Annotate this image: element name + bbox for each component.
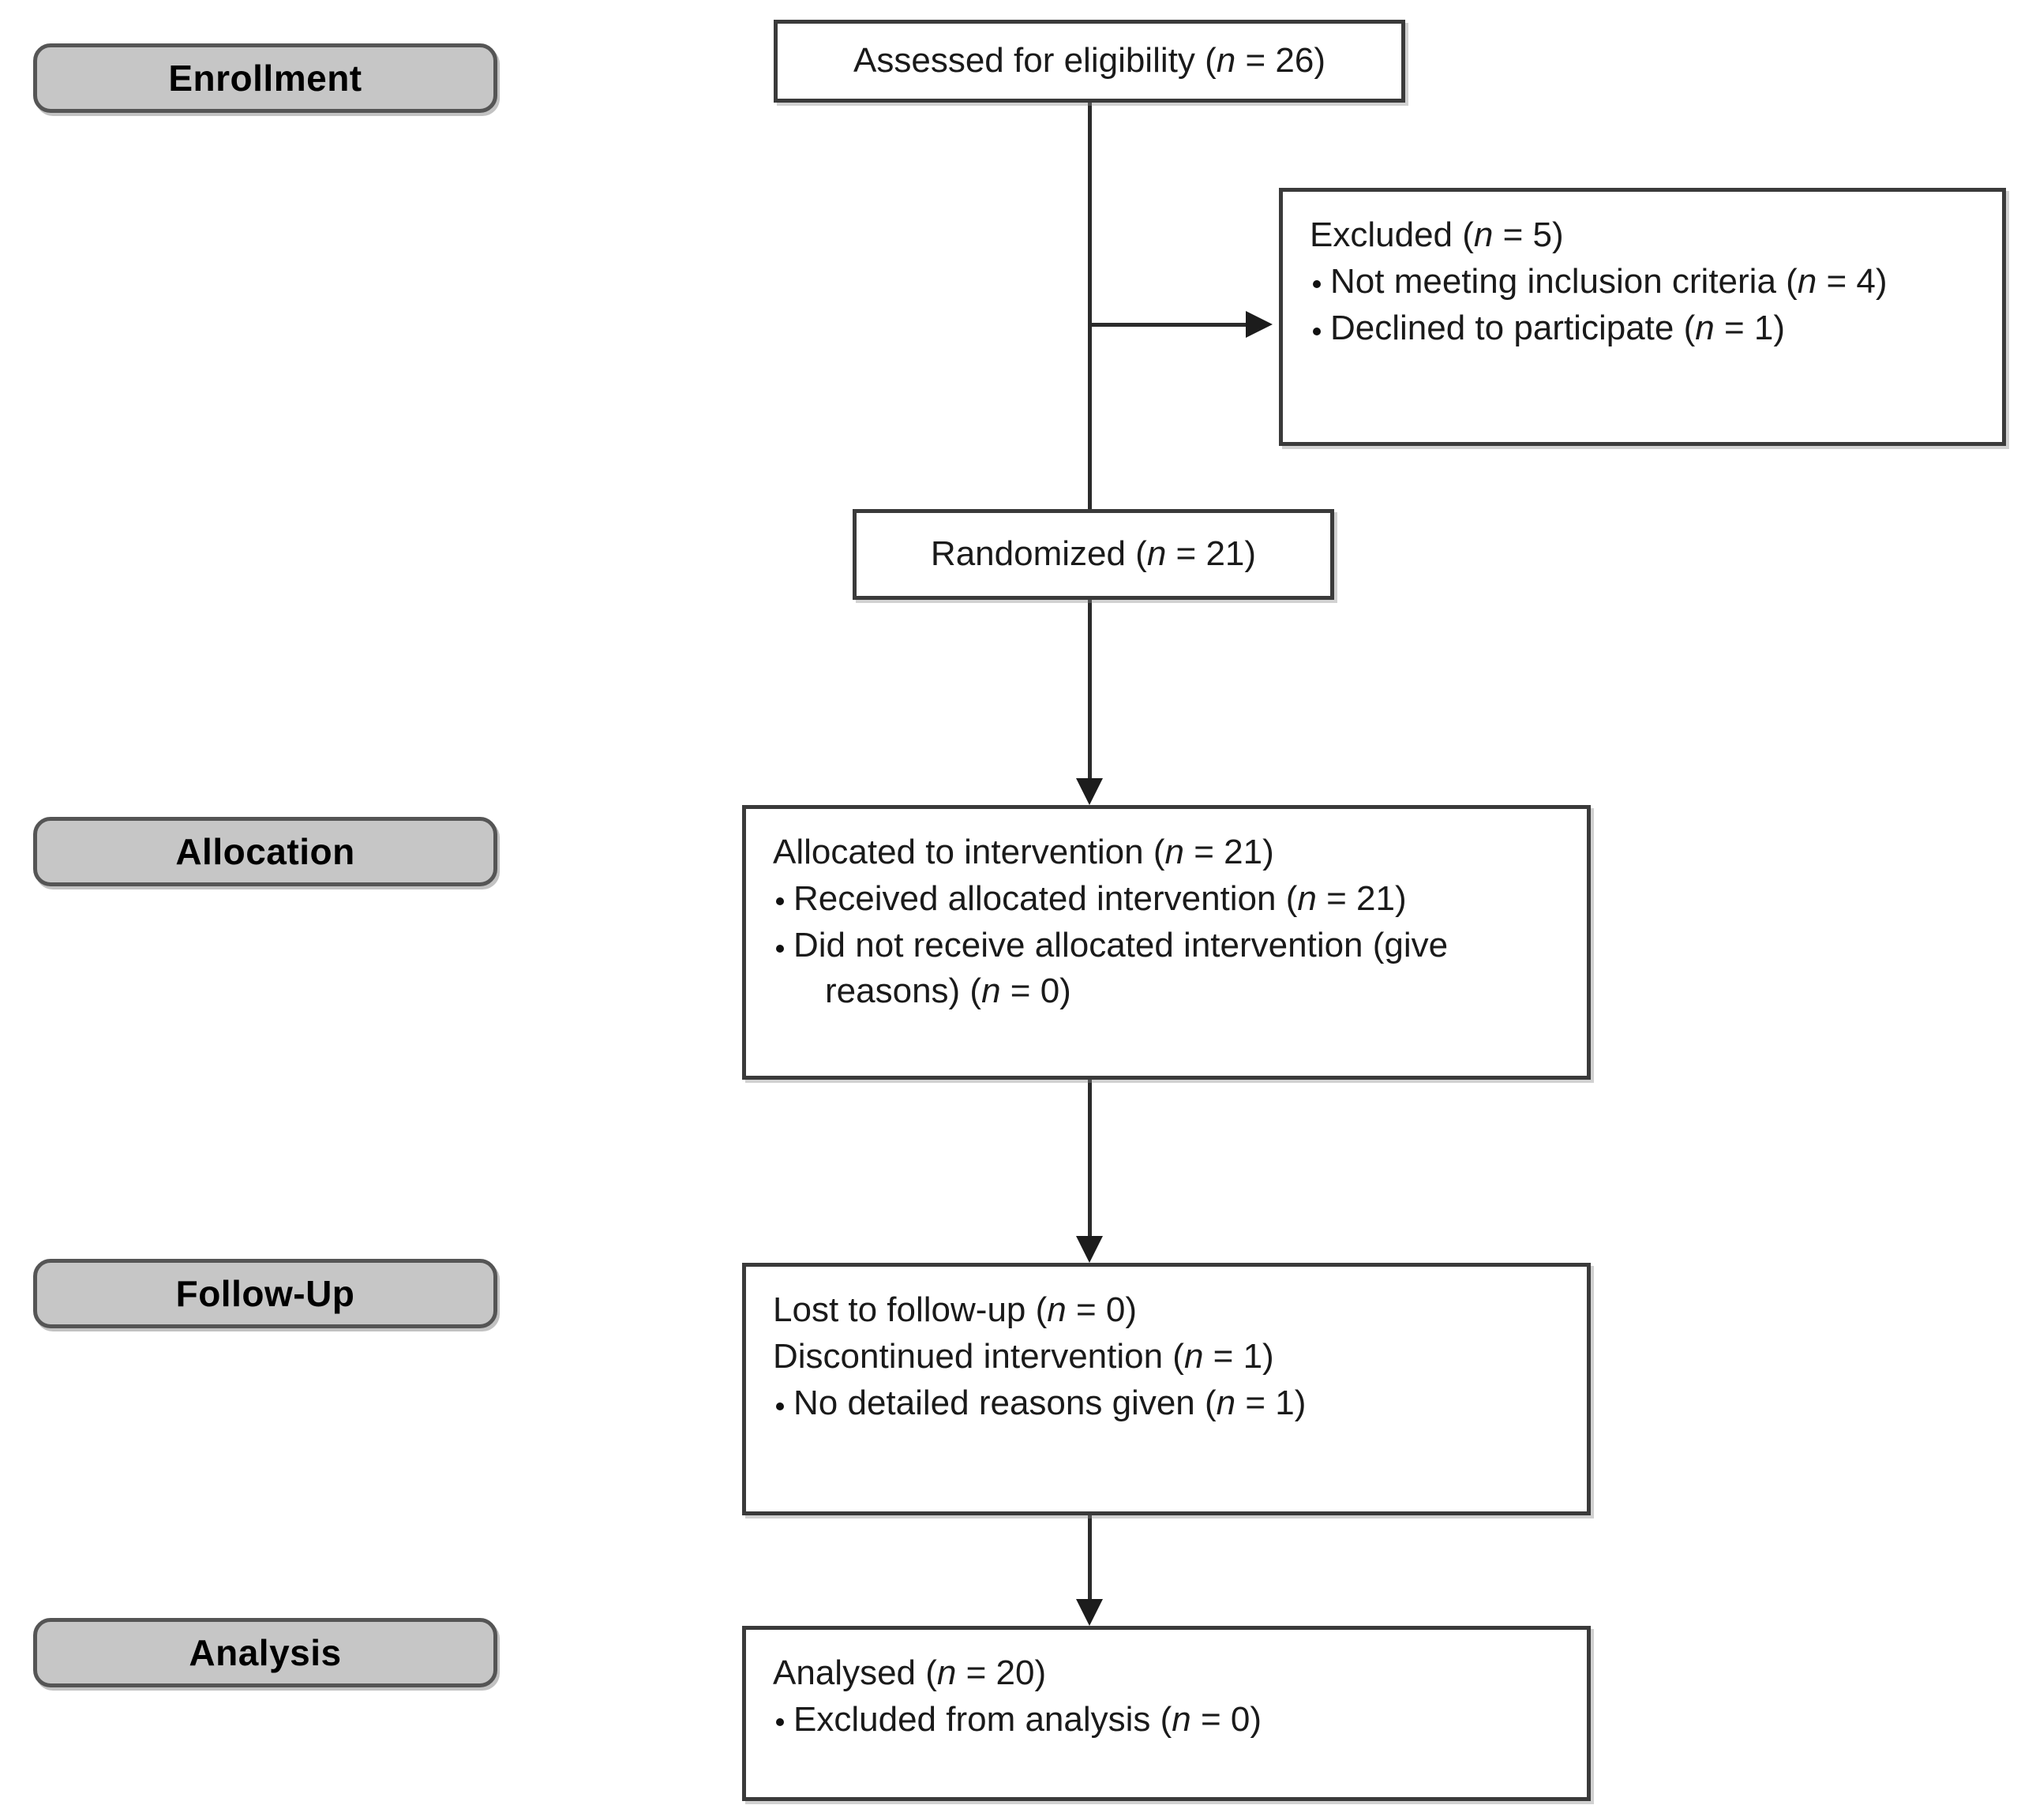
followup-bullet-1: No detailed reasons given (n = 1) — [773, 1380, 1563, 1425]
stage-label-allocation-text: Allocation — [175, 831, 355, 872]
connector-assessed-to-excluded — [1088, 323, 1250, 327]
stage-label-follow-up: Follow-Up — [33, 1259, 497, 1328]
box-analysed: Analysed (n = 20) Excluded from analysis… — [742, 1626, 1591, 1801]
connector-followup-to-analysed — [1088, 1515, 1092, 1602]
arrowhead-to-followup — [1076, 1236, 1103, 1263]
excluded-bullet-2: Declined to participate (n = 1) — [1310, 305, 1978, 350]
excluded-bullet-1: Not meeting inclusion criteria (n = 4) — [1310, 259, 1978, 304]
connector-allocated-to-followup — [1088, 1080, 1092, 1238]
followup-line-1: Lost to follow-up (n = 0) — [773, 1290, 1138, 1329]
box-randomized: Randomized (n = 21) — [853, 509, 1334, 600]
stage-label-analysis-text: Analysis — [189, 1632, 342, 1673]
stage-label-enrollment: Enrollment — [33, 43, 497, 113]
allocated-line-1: Allocated to intervention (n = 21) — [773, 833, 1274, 871]
analysed-bullet-1: Excluded from analysis (n = 0) — [773, 1697, 1563, 1742]
box-excluded: Excluded (n = 5) Not meeting inclusion c… — [1279, 188, 2006, 446]
followup-line-2: Discontinued intervention (n = 1) — [773, 1337, 1274, 1376]
stage-label-enrollment-text: Enrollment — [168, 58, 362, 99]
connector-randomized-to-allocated — [1088, 600, 1092, 783]
connector-assessed-to-randomized — [1088, 101, 1092, 513]
allocated-bullet-2: Did not receive allocated intervention (… — [773, 923, 1563, 1013]
stage-label-analysis: Analysis — [33, 1618, 497, 1687]
box-assessed-for-eligibility: Assessed for eligibility (n = 26) — [774, 20, 1405, 103]
arrowhead-to-excluded — [1246, 311, 1273, 338]
stage-label-follow-up-text: Follow-Up — [175, 1273, 355, 1314]
assessed-line-1: Assessed for eligibility (n = 26) — [853, 40, 1325, 80]
stage-label-allocation: Allocation — [33, 817, 497, 886]
analysed-line-1: Analysed (n = 20) — [773, 1653, 1047, 1692]
randomized-line-1: Randomized (n = 21) — [930, 534, 1257, 573]
arrowhead-to-allocated — [1076, 778, 1103, 805]
allocated-bullet-1: Received allocated intervention (n = 21) — [773, 876, 1563, 921]
arrowhead-to-analysed — [1076, 1599, 1103, 1626]
box-follow-up: Lost to follow-up (n = 0) Discontinued i… — [742, 1263, 1591, 1515]
box-allocated-to-intervention: Allocated to intervention (n = 21) Recei… — [742, 805, 1591, 1080]
excluded-line-1: Excluded (n = 5) — [1310, 215, 1564, 254]
